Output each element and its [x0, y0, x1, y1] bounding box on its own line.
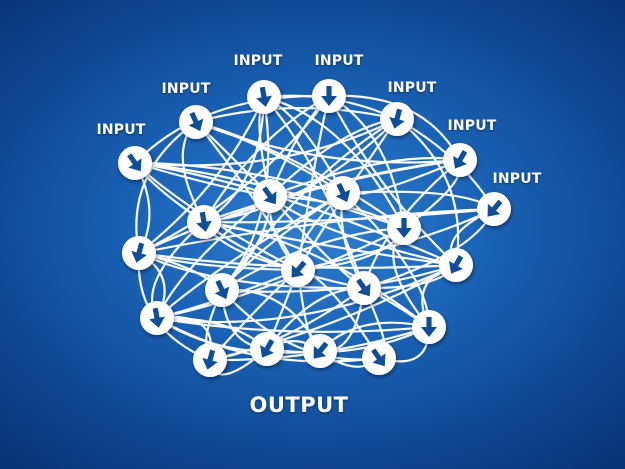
- hidden-node: [347, 271, 381, 305]
- arrow-down-icon: [389, 108, 405, 129]
- output-node: [362, 341, 396, 375]
- connection-edge: [155, 316, 431, 333]
- arrow-down-icon: [291, 260, 307, 278]
- connection-edge: [137, 158, 462, 255]
- connection-edge: [155, 191, 345, 320]
- connection-edge: [202, 117, 399, 224]
- hidden-node: [412, 310, 446, 344]
- input-node: [312, 79, 346, 113]
- connection-edge: [137, 95, 266, 255]
- output-node: [303, 334, 337, 368]
- hidden-node: [387, 211, 421, 245]
- arrow-down-icon: [202, 349, 218, 370]
- hidden-node: [140, 301, 174, 335]
- connection-edge: [194, 120, 462, 164]
- connection-edge: [202, 220, 458, 267]
- input-node: [380, 102, 414, 136]
- connection-edge: [135, 120, 198, 255]
- input-label-7: INPUT: [492, 171, 542, 187]
- connection-edge: [202, 94, 331, 224]
- connection-edge: [208, 286, 366, 362]
- arrow-down-icon: [188, 111, 204, 132]
- arrow-down-icon: [313, 341, 329, 359]
- connection-edge: [268, 156, 462, 198]
- arrow-down-icon: [371, 348, 386, 367]
- input-label-2: INPUT: [161, 81, 211, 97]
- connection-edge: [395, 117, 460, 267]
- input-label-6: INPUT: [447, 118, 497, 134]
- arrow-down-icon: [256, 86, 272, 107]
- connection-edge: [137, 94, 331, 255]
- output-label: OUTPUT: [249, 393, 349, 417]
- arrow-down-icon: [260, 339, 275, 358]
- arrow-down-icon: [356, 278, 371, 297]
- connection-edge: [133, 161, 345, 195]
- hidden-node: [187, 205, 221, 239]
- connection-edge: [220, 117, 399, 292]
- arrow-down-icon: [396, 218, 412, 238]
- connection-edge: [137, 207, 496, 255]
- arrow-down-icon: [149, 307, 165, 328]
- hidden-node: [253, 179, 287, 213]
- hidden-node: [205, 273, 239, 307]
- input-node: [247, 80, 281, 114]
- arrow-down-icon: [196, 211, 212, 232]
- arrow-down-icon: [214, 279, 230, 300]
- arrow-down-icon: [453, 150, 468, 169]
- output-node: [193, 343, 227, 377]
- arrow-down-icon: [335, 182, 351, 203]
- arrow-down-icon: [487, 199, 503, 217]
- input-node: [179, 105, 213, 139]
- hidden-node: [439, 248, 473, 282]
- input-label-4: INPUT: [314, 53, 364, 69]
- hidden-node: [122, 236, 156, 270]
- arrow-down-icon: [321, 86, 337, 106]
- input-label-1: INPUT: [96, 122, 146, 138]
- arrow-down-icon: [127, 153, 142, 172]
- input-label-3: INPUT: [233, 53, 283, 69]
- connection-edge: [265, 325, 431, 354]
- output-node: [250, 332, 284, 366]
- arrow-down-icon: [449, 255, 464, 274]
- connection-edge: [327, 94, 458, 267]
- hidden-node: [326, 176, 360, 210]
- input-label-5: INPUT: [387, 80, 437, 96]
- input-node: [118, 146, 152, 180]
- hidden-node: [281, 253, 315, 287]
- nodes: [118, 79, 511, 377]
- arrow-down-icon: [262, 186, 277, 205]
- input-node: [443, 143, 477, 177]
- input-node: [477, 192, 511, 226]
- arrow-down-icon: [421, 317, 437, 337]
- connection-edge: [220, 226, 406, 292]
- arrow-down-icon: [131, 242, 147, 263]
- connection-edge: [194, 120, 406, 230]
